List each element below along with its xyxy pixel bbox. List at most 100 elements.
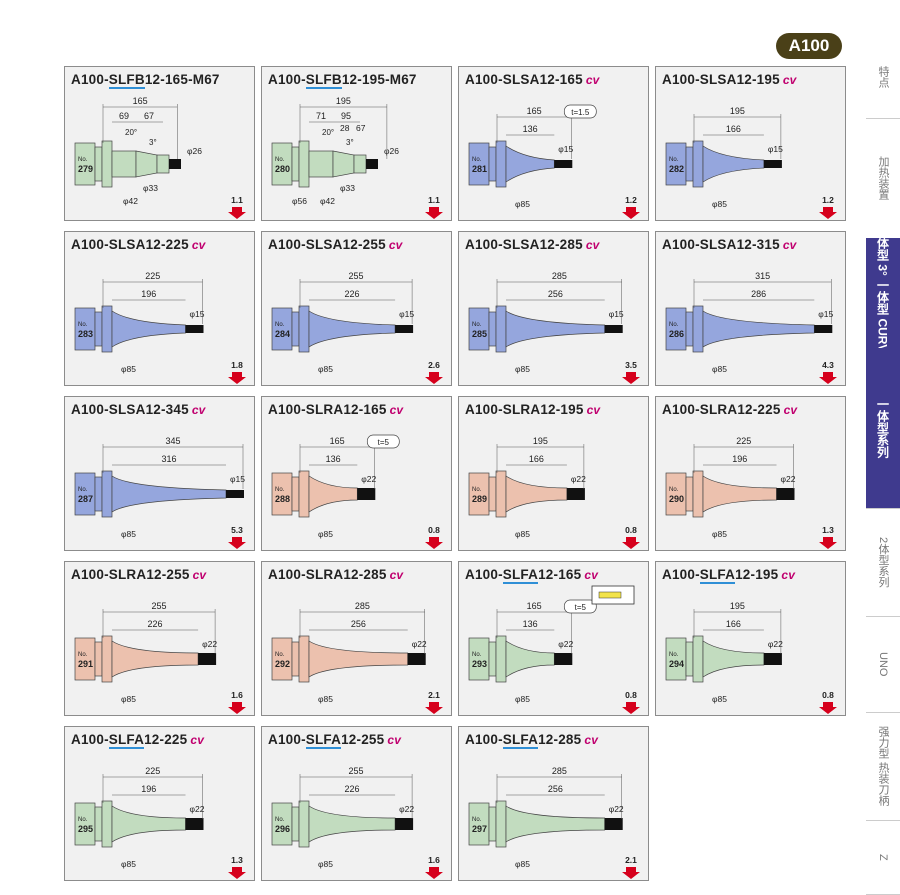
flange-ring	[692, 635, 704, 683]
bore-end	[776, 488, 795, 500]
weight-value: 1.6	[231, 690, 243, 700]
flange-ring	[298, 800, 310, 848]
tapered-body	[702, 640, 765, 678]
sidebar-tab-label: 强力型 热装刀柄	[877, 725, 889, 807]
sidebar-tab[interactable]: 强力型 热装刀柄	[866, 712, 900, 821]
sidebar-tab[interactable]: 一体型系列	[866, 348, 900, 509]
tip-diameter: φ15	[818, 309, 833, 319]
bore-end	[604, 818, 623, 830]
overall-length: 285	[552, 271, 567, 281]
tip-diameter: φ22	[768, 639, 783, 649]
flange-ring	[495, 140, 507, 188]
projection-length: 136	[523, 124, 538, 134]
flange-ring	[495, 470, 507, 518]
projection-length: 256	[351, 619, 366, 629]
number-label: No.	[78, 157, 88, 163]
sidebar-tab-label: 一体型 3° 一体型 CURVE	[875, 225, 890, 361]
item-number: 292	[275, 659, 290, 669]
number-label: No.	[275, 652, 285, 658]
shank-neck	[156, 154, 170, 174]
bore-end	[366, 159, 378, 169]
weight-value: 5.3	[231, 525, 243, 535]
down-arrow-icon	[425, 867, 443, 879]
product-code-suffix: 12-255	[341, 732, 385, 747]
wall-thickness-tag	[366, 434, 400, 449]
sidebar-tab[interactable]: UNO	[866, 616, 900, 713]
product-code-prefix: A100-	[465, 732, 503, 747]
projection-length: 166	[529, 454, 544, 464]
item-number: 290	[669, 494, 684, 504]
item-number: 293	[472, 659, 487, 669]
overall-length: 255	[349, 271, 364, 281]
tapered-body	[308, 640, 409, 678]
sidebar-tab[interactable]: 特点	[866, 36, 900, 119]
weight-value: 1.8	[231, 360, 243, 370]
sidebar-tab[interactable]: 加热装置	[866, 118, 900, 239]
weight-value: 1.3	[822, 525, 834, 535]
product-code-suffix: 12-165-M67	[144, 72, 220, 87]
product-code-prefix: A100-	[465, 567, 503, 582]
down-arrow-icon	[622, 537, 640, 549]
neck-diameter: φ33	[340, 183, 355, 193]
number-label: No.	[669, 652, 679, 658]
flange-ring	[495, 800, 507, 848]
weight-value: 2.6	[428, 360, 440, 370]
weight-value: 1.3	[231, 855, 243, 865]
taper-angle: 3°	[149, 138, 157, 147]
curve-mark: cv	[586, 403, 601, 417]
product-code-series: SLFA	[502, 732, 539, 749]
flange-collar	[94, 641, 103, 677]
wall-thickness: t=1.5	[571, 108, 590, 117]
tapered-body	[111, 640, 199, 678]
item-number: 289	[472, 494, 487, 504]
shank-diameter: φ85	[318, 859, 333, 869]
tapered-body	[505, 805, 606, 843]
product-code-prefix: A100-	[268, 732, 306, 747]
flange-collar	[94, 806, 103, 842]
bore-end	[763, 653, 782, 665]
tip-diameter: φ22	[190, 804, 205, 814]
down-arrow-icon	[425, 537, 443, 549]
overall-length: 345	[165, 436, 180, 446]
overall-length: 195	[533, 436, 548, 446]
shank-diameter: φ85	[712, 364, 727, 374]
tip-diameter: φ26	[187, 146, 202, 156]
sidebar-tab[interactable]: Z	[866, 820, 900, 895]
number-label: No.	[472, 652, 482, 658]
tapered-body	[505, 640, 555, 678]
item-number: 294	[669, 659, 684, 669]
step-length: 71	[316, 111, 326, 121]
number-label: No.	[472, 322, 482, 328]
overall-length: 195	[336, 96, 351, 106]
sidebar-tab[interactable]: 2体型系列	[866, 508, 900, 617]
sidebar-tab[interactable]: 一体型 3° 一体型 CURVE	[866, 225, 900, 361]
overall-length: 165	[330, 436, 345, 446]
curve-mark: cv	[782, 238, 797, 252]
sidebar-tab-label: 一体型系列	[875, 398, 890, 458]
